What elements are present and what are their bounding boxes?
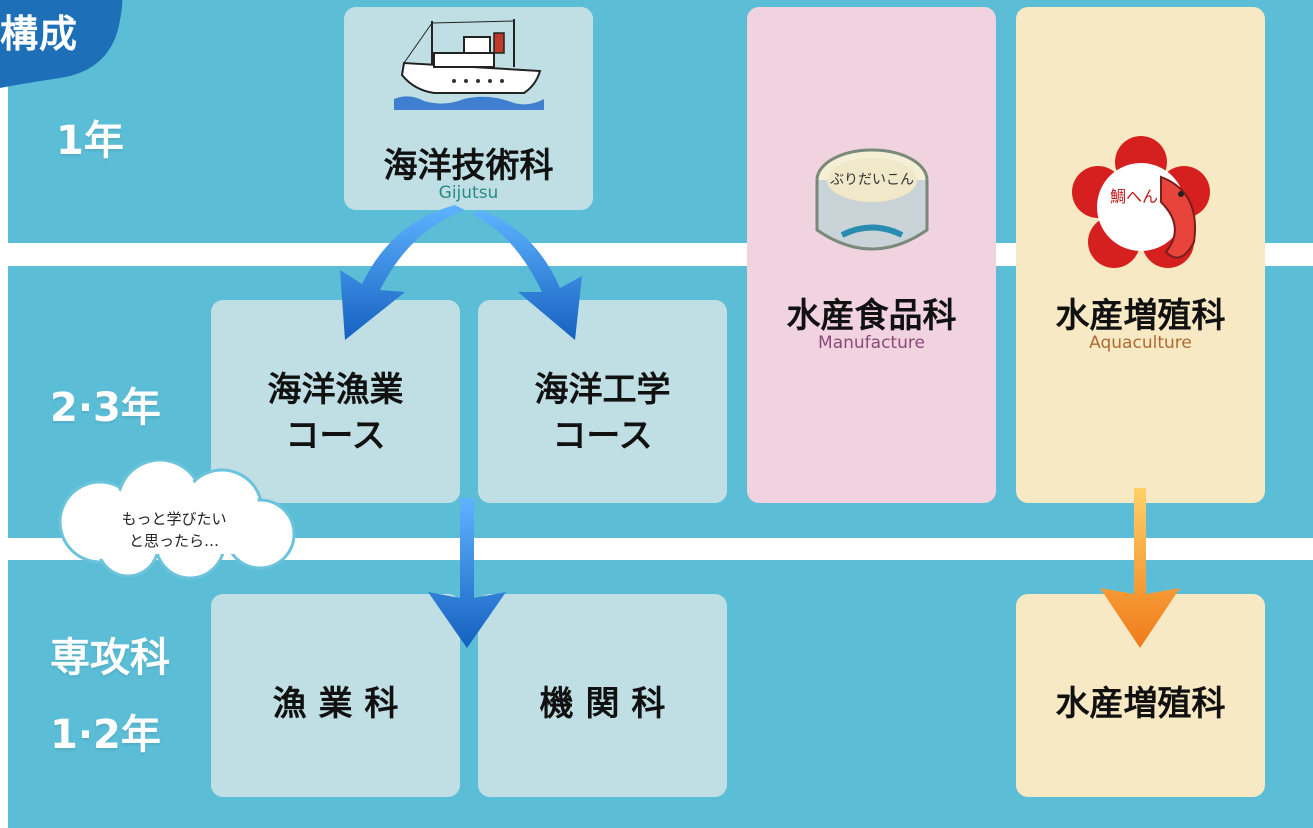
box-kikan-ka: 機 関 科 (478, 594, 727, 797)
corner-label: 構成 (0, 12, 79, 56)
box-kikan-ka-title: 機 関 科 (539, 684, 666, 724)
corner-tab-shape (0, 0, 123, 88)
box-kogaku-course-line1: 海洋工学 (534, 370, 671, 410)
box-gijutsu-sub: Gijutsu (438, 183, 499, 203)
box-manufacture: ぶりだいこん 水産食品科 Manufacture (747, 7, 996, 503)
arrow-kogaku-to-senkoka (428, 498, 506, 648)
year-label-senkoka: 専攻科 (50, 635, 170, 681)
box-gijutsu: 海洋技術科 Gijutsu (344, 7, 593, 210)
box-aquaculture-sub: Aquaculture (1089, 333, 1192, 353)
year-label-senkoka-years: 1·2年 (50, 712, 161, 758)
arrow-aquaculture-to-senkoka (1100, 488, 1180, 648)
arrow-gijutsu-to-gyogyo (340, 205, 465, 340)
box-gyogyo-course: 海洋漁業 コース (211, 300, 460, 503)
box-gyogyo-course-line1: 海洋漁業 (267, 370, 404, 410)
box-aquaculture-senkoka-title: 水産増殖科 (1055, 684, 1226, 724)
box-gyogyo-ka-title: 漁 業 科 (272, 684, 399, 724)
box-kogaku-course: 海洋工学 コース (478, 300, 727, 503)
box-aquaculture: 鯛へん 水産増殖科 Aquaculture (1016, 7, 1265, 503)
arrow-gijutsu-to-kogaku (472, 210, 582, 340)
svg-text:鯛へん: 鯛へん (1110, 187, 1158, 206)
svg-text:ぶりだいこん: ぶりだいこん (830, 172, 914, 188)
thought-bubble-text: もっと学びたい と思ったら… (40, 508, 308, 552)
thought-bubble-line1: もっと学びたい (121, 510, 227, 528)
ship-illustration-icon (394, 19, 544, 110)
box-aquaculture-title: 水産増殖科 (1055, 296, 1226, 336)
thought-bubble-shape (58, 460, 296, 580)
box-manufacture-sub: Manufacture (818, 333, 925, 353)
thought-bubble-line2: と思ったら… (128, 532, 219, 550)
sea-bream-logo-icon: 鯛へん (1072, 136, 1210, 268)
box-gyogyo-course-line2: コース (285, 416, 386, 456)
box-manufacture-title: 水産食品科 (786, 296, 957, 336)
box-kogaku-course-line2: コース (552, 416, 653, 456)
canned-food-icon: ぶりだいこん (815, 148, 929, 251)
year-label-2-3: 2·3年 (50, 385, 161, 431)
box-gijutsu-title: 海洋技術科 (383, 146, 554, 186)
box-gyogyo-ka: 漁 業 科 (211, 594, 460, 797)
year-label-1: 1年 (56, 118, 124, 164)
